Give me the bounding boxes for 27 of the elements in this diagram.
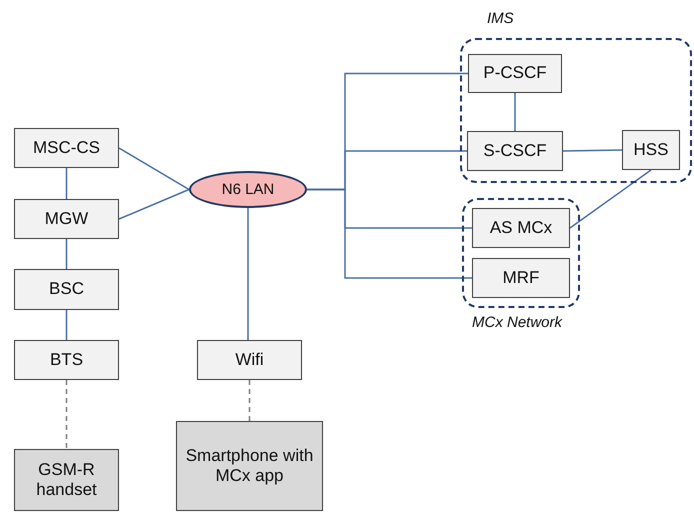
connector-line [66,310,68,340]
network-element-box: Wifi [197,340,302,380]
group-label: IMS [487,10,514,27]
device-box: GSM-R handset [14,449,119,511]
device-box: Smartphone with MCx app [176,421,323,511]
network-element-box: AS MCx [472,208,570,248]
network-ellipse: N6 LAN [189,171,307,208]
network-element-box: BTS [14,340,119,380]
network-element-box: HSS [622,130,680,170]
group-label: MCx Network [472,314,562,331]
connector-line [307,188,472,279]
network-element-box: MRF [472,258,570,298]
connector-line [118,147,190,190]
connector-line [66,239,68,269]
connector-line [514,93,516,131]
network-element-box: MSC-CS [14,128,119,168]
dashed-connector [248,380,250,421]
network-element-box: BSC [14,269,119,310]
connector-line [247,208,249,340]
connector-line [570,169,652,229]
connector-line [118,188,190,220]
connector-line [562,149,622,152]
network-element-box: MGW [14,199,119,239]
dashed-connector [66,380,68,449]
connector-line [66,168,68,199]
network-element-box: S-CSCF [467,131,563,171]
network-element-box: P-CSCF [468,54,562,93]
